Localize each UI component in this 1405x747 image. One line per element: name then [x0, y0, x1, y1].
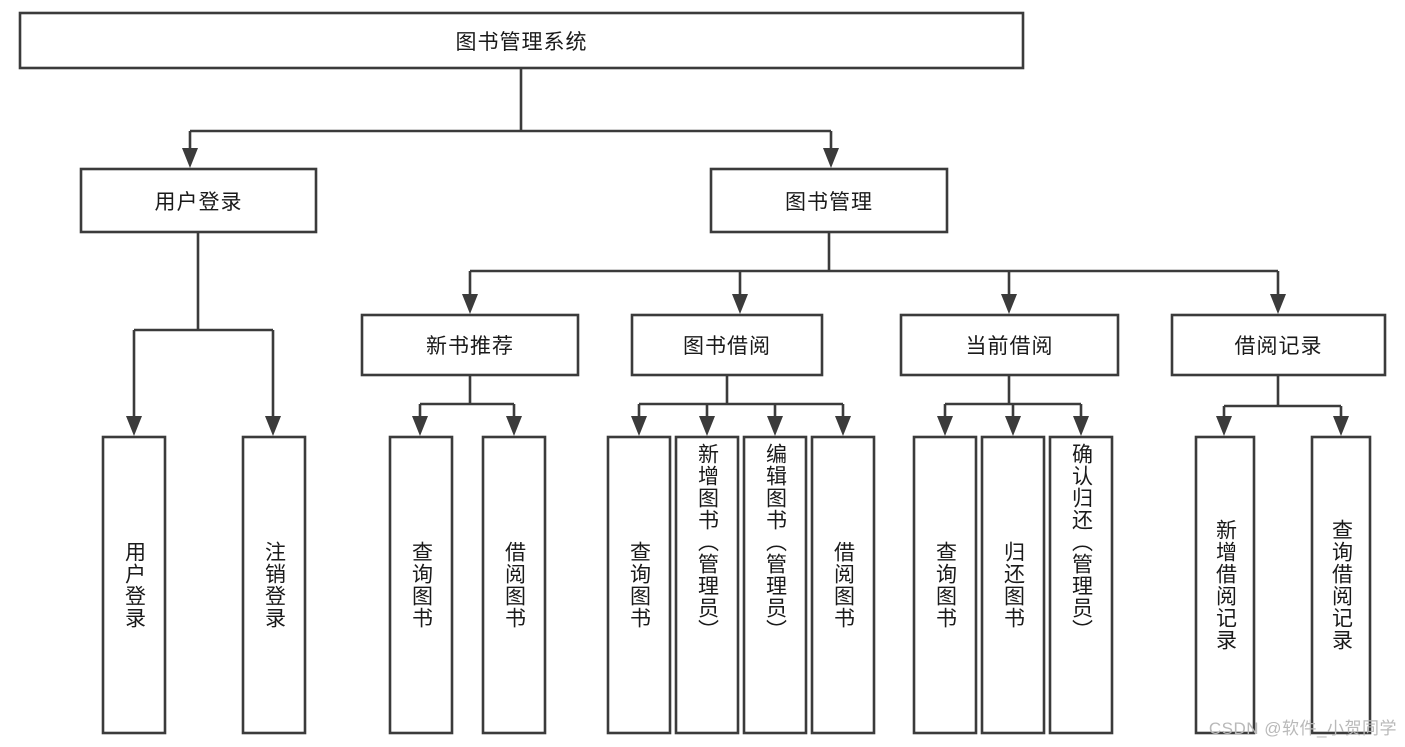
leaf-new-book-1-box[interactable] — [481, 435, 547, 735]
leaf-book-borrow-3-box[interactable] — [810, 435, 876, 735]
arrowhead-currentborrow-leaf-2 — [1005, 416, 1021, 436]
leaf-new-book-0-box[interactable] — [388, 435, 454, 735]
arrowhead-to-new-book — [462, 294, 478, 314]
node-boxes — [18, 11, 1387, 735]
node-borrow-record-box[interactable] — [1170, 313, 1387, 377]
leaf-book-borrow-1-box[interactable] — [674, 435, 740, 735]
leaf-borrow-record-1-box[interactable] — [1310, 435, 1372, 735]
leaf-user-login-0-box[interactable] — [101, 435, 167, 735]
arrowhead-borrowrecord-leaf-2 — [1333, 416, 1349, 436]
leaf-book-borrow-0-box[interactable] — [606, 435, 672, 735]
arrowhead-newbook-leaf-1 — [412, 416, 428, 436]
csdn-watermark: CSDN @软件_小贺同学 — [1208, 719, 1397, 738]
node-book-borrow-box[interactable] — [630, 313, 824, 377]
arrowhead-user-leaf-1 — [126, 416, 142, 436]
leaf-current-borrow-2-box[interactable] — [1048, 435, 1114, 735]
arrowhead-bookborrow-leaf-3 — [767, 416, 783, 436]
arrowhead-newbook-leaf-2 — [506, 416, 522, 436]
arrowhead-currentborrow-leaf-1 — [937, 416, 953, 436]
arrowhead-borrowrecord-leaf-1 — [1216, 416, 1232, 436]
arrowhead-to-borrow-record — [1270, 294, 1286, 314]
arrowhead-user-leaf-2 — [265, 416, 281, 436]
arrowhead-to-user-login — [182, 148, 198, 168]
leaf-current-borrow-1-box[interactable] — [980, 435, 1046, 735]
arrowhead-currentborrow-leaf-3 — [1073, 416, 1089, 436]
arrowhead-bookborrow-leaf-4 — [835, 416, 851, 436]
connectors — [126, 68, 1349, 436]
leaf-book-borrow-2-box[interactable] — [742, 435, 808, 735]
arrowhead-to-book-mgmt — [823, 148, 839, 168]
arrowhead-to-current-borrow — [1001, 294, 1017, 314]
node-root-box[interactable] — [18, 11, 1025, 70]
node-new-book-box[interactable] — [360, 313, 580, 377]
leaf-borrow-record-0-box[interactable] — [1194, 435, 1256, 735]
leaf-user-login-1-box[interactable] — [241, 435, 307, 735]
arrowhead-bookborrow-leaf-2 — [699, 416, 715, 436]
arrowhead-to-book-borrow — [732, 294, 748, 314]
node-current-borrow-box[interactable] — [899, 313, 1120, 377]
node-book-management-box[interactable] — [709, 167, 949, 234]
leaf-current-borrow-0-box[interactable] — [912, 435, 978, 735]
arrowhead-bookborrow-leaf-1 — [631, 416, 647, 436]
node-user-login-box[interactable] — [79, 167, 318, 234]
